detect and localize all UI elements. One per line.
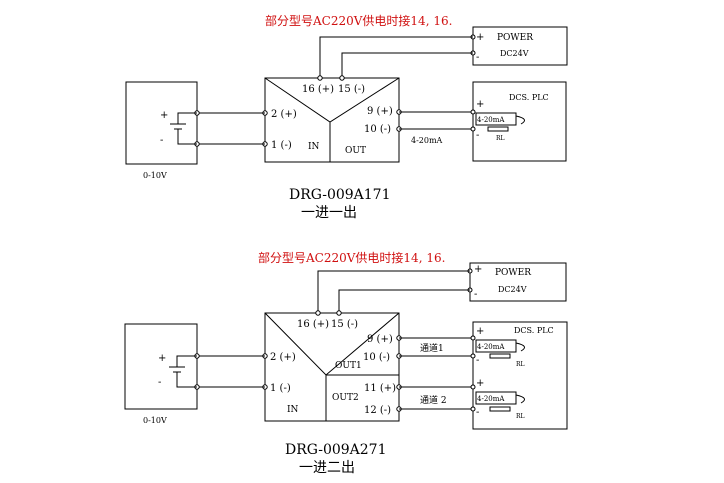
power-minus-wire <box>341 52 473 78</box>
plc-label: DCS. PLC <box>514 326 554 335</box>
terminal-2-label: 2 (+) <box>271 109 297 120</box>
source-minus-label: - <box>158 377 161 388</box>
terminal-11-label: 11 (+) <box>364 383 396 394</box>
plc-ch2-load-label: RL <box>516 413 525 420</box>
plc-minus-label: - <box>476 130 479 141</box>
plc-plus-label: + <box>476 99 484 110</box>
terminal-12-label: 12 (-) <box>364 405 391 416</box>
plc-current-arrow-icon <box>515 115 526 125</box>
plc-current-label: 4-20mA <box>477 116 505 124</box>
terminal-9-label: 9 (+) <box>367 106 393 117</box>
terminal-15-label: 15 (-) <box>338 84 365 95</box>
plc-ch2-plus-label: + <box>476 378 484 389</box>
battery-lead-top <box>176 355 197 367</box>
power-dc-label: DC24V <box>500 49 529 58</box>
channel1-label: 通道1 <box>420 342 444 354</box>
plc-input-block <box>475 112 517 126</box>
power-dc-label: DC24V <box>498 285 527 294</box>
terminal-10-label: 10 (-) <box>364 124 391 135</box>
plc-ch1-load-label: RL <box>516 361 525 368</box>
power-minus-label: - <box>476 52 479 63</box>
load-resistor <box>487 126 509 132</box>
plc-minus-terminal <box>470 126 476 132</box>
model-number-2: DRG-009A271 <box>285 442 387 458</box>
terminal-16-label: 16 (+) <box>297 319 329 330</box>
model-description-2: 一进二出 <box>299 460 355 476</box>
battery-lead-bottom <box>176 372 197 388</box>
plc-ch1-plus-terminal <box>470 335 476 341</box>
output2-section-label: OUT2 <box>332 393 359 403</box>
terminal-9-label: 9 (+) <box>367 334 393 345</box>
plc-ch1-minus-terminal <box>470 353 476 359</box>
signal-source-box <box>125 81 198 165</box>
plc-ch2-minus-label: - <box>476 407 479 418</box>
power-minus-wire <box>338 289 470 313</box>
terminal-1-label: 1 (-) <box>270 383 291 394</box>
input-section-label: IN <box>308 142 320 152</box>
plc-ch1-current-arrow-icon <box>515 342 526 352</box>
ac220v-note: 部分型号AC220V供电时接14, 16. <box>258 250 445 265</box>
power-plus-label: + <box>476 32 484 43</box>
model-description-1: 一进一出 <box>301 205 357 221</box>
source-plus-label: + <box>160 110 168 121</box>
battery-lead-bottom <box>177 129 197 145</box>
plc-ch2-current-arrow-icon <box>515 394 526 404</box>
power-label: POWER <box>495 268 531 278</box>
power-plus-wire <box>319 36 473 78</box>
terminal-15 <box>339 75 345 81</box>
source-range-label: 0-10V <box>143 416 167 425</box>
power-minus-label: - <box>474 289 477 300</box>
isolator-module <box>264 312 400 422</box>
plc-ch2-plus-terminal <box>470 384 476 390</box>
output-current-label: 4-20mA <box>411 136 443 145</box>
plc-ch1-plus-label: + <box>476 326 484 337</box>
source-plus-label: + <box>158 353 166 364</box>
load-resistor-label: RL <box>496 135 505 142</box>
input-section-label: IN <box>287 405 299 415</box>
terminal-16-label: 16 (+) <box>302 84 334 95</box>
plc-ch1-input-block <box>475 339 517 353</box>
diagram-single-output: 部分型号AC220V供电时接14, 16. POWER DC24V + - 16… <box>125 13 568 221</box>
power-plus-wire <box>317 270 470 313</box>
power-plus-label: + <box>474 264 482 275</box>
terminal-15 <box>336 310 342 316</box>
plc-ch1-current-label: 4-20mA <box>477 343 505 351</box>
terminal-1-label: 1 (-) <box>271 140 292 151</box>
plc-ch2-current-label: 4-20mA <box>477 395 505 403</box>
terminal-15-label: 15 (-) <box>331 319 358 330</box>
model-number-1: DRG-009A171 <box>289 187 391 203</box>
plc-label: DCS. PLC <box>509 93 549 102</box>
plc-ch1-load-resistor <box>489 353 511 359</box>
plc-ch2-minus-terminal <box>470 406 476 412</box>
terminal-10-label: 10 (-) <box>363 352 390 363</box>
terminal-16 <box>315 310 321 316</box>
output1-section-label: OUT1 <box>335 361 362 371</box>
output-section-label: OUT <box>345 146 366 156</box>
power-supply-box <box>469 262 567 302</box>
plc-ch1-minus-label: - <box>476 355 479 366</box>
plc-ch2-load-resistor <box>489 406 511 412</box>
diagram-dual-output: 部分型号AC220V供电时接14, 16. POWER DC24V + - 16… <box>124 250 568 476</box>
source-minus-label: - <box>160 135 163 146</box>
terminal-2-label: 2 (+) <box>270 352 296 363</box>
plc-ch2-input-block <box>475 391 517 405</box>
battery-lead-top <box>177 112 197 124</box>
signal-source-box <box>124 323 198 410</box>
ac220v-note: 部分型号AC220V供电时接14, 16. <box>265 13 452 28</box>
plc-plus-terminal <box>470 109 476 115</box>
channel2-label: 通道 2 <box>420 394 447 406</box>
power-supply-box <box>472 26 568 66</box>
power-label: POWER <box>497 33 533 43</box>
terminal-16 <box>317 75 323 81</box>
source-range-label: 0-10V <box>143 171 167 180</box>
